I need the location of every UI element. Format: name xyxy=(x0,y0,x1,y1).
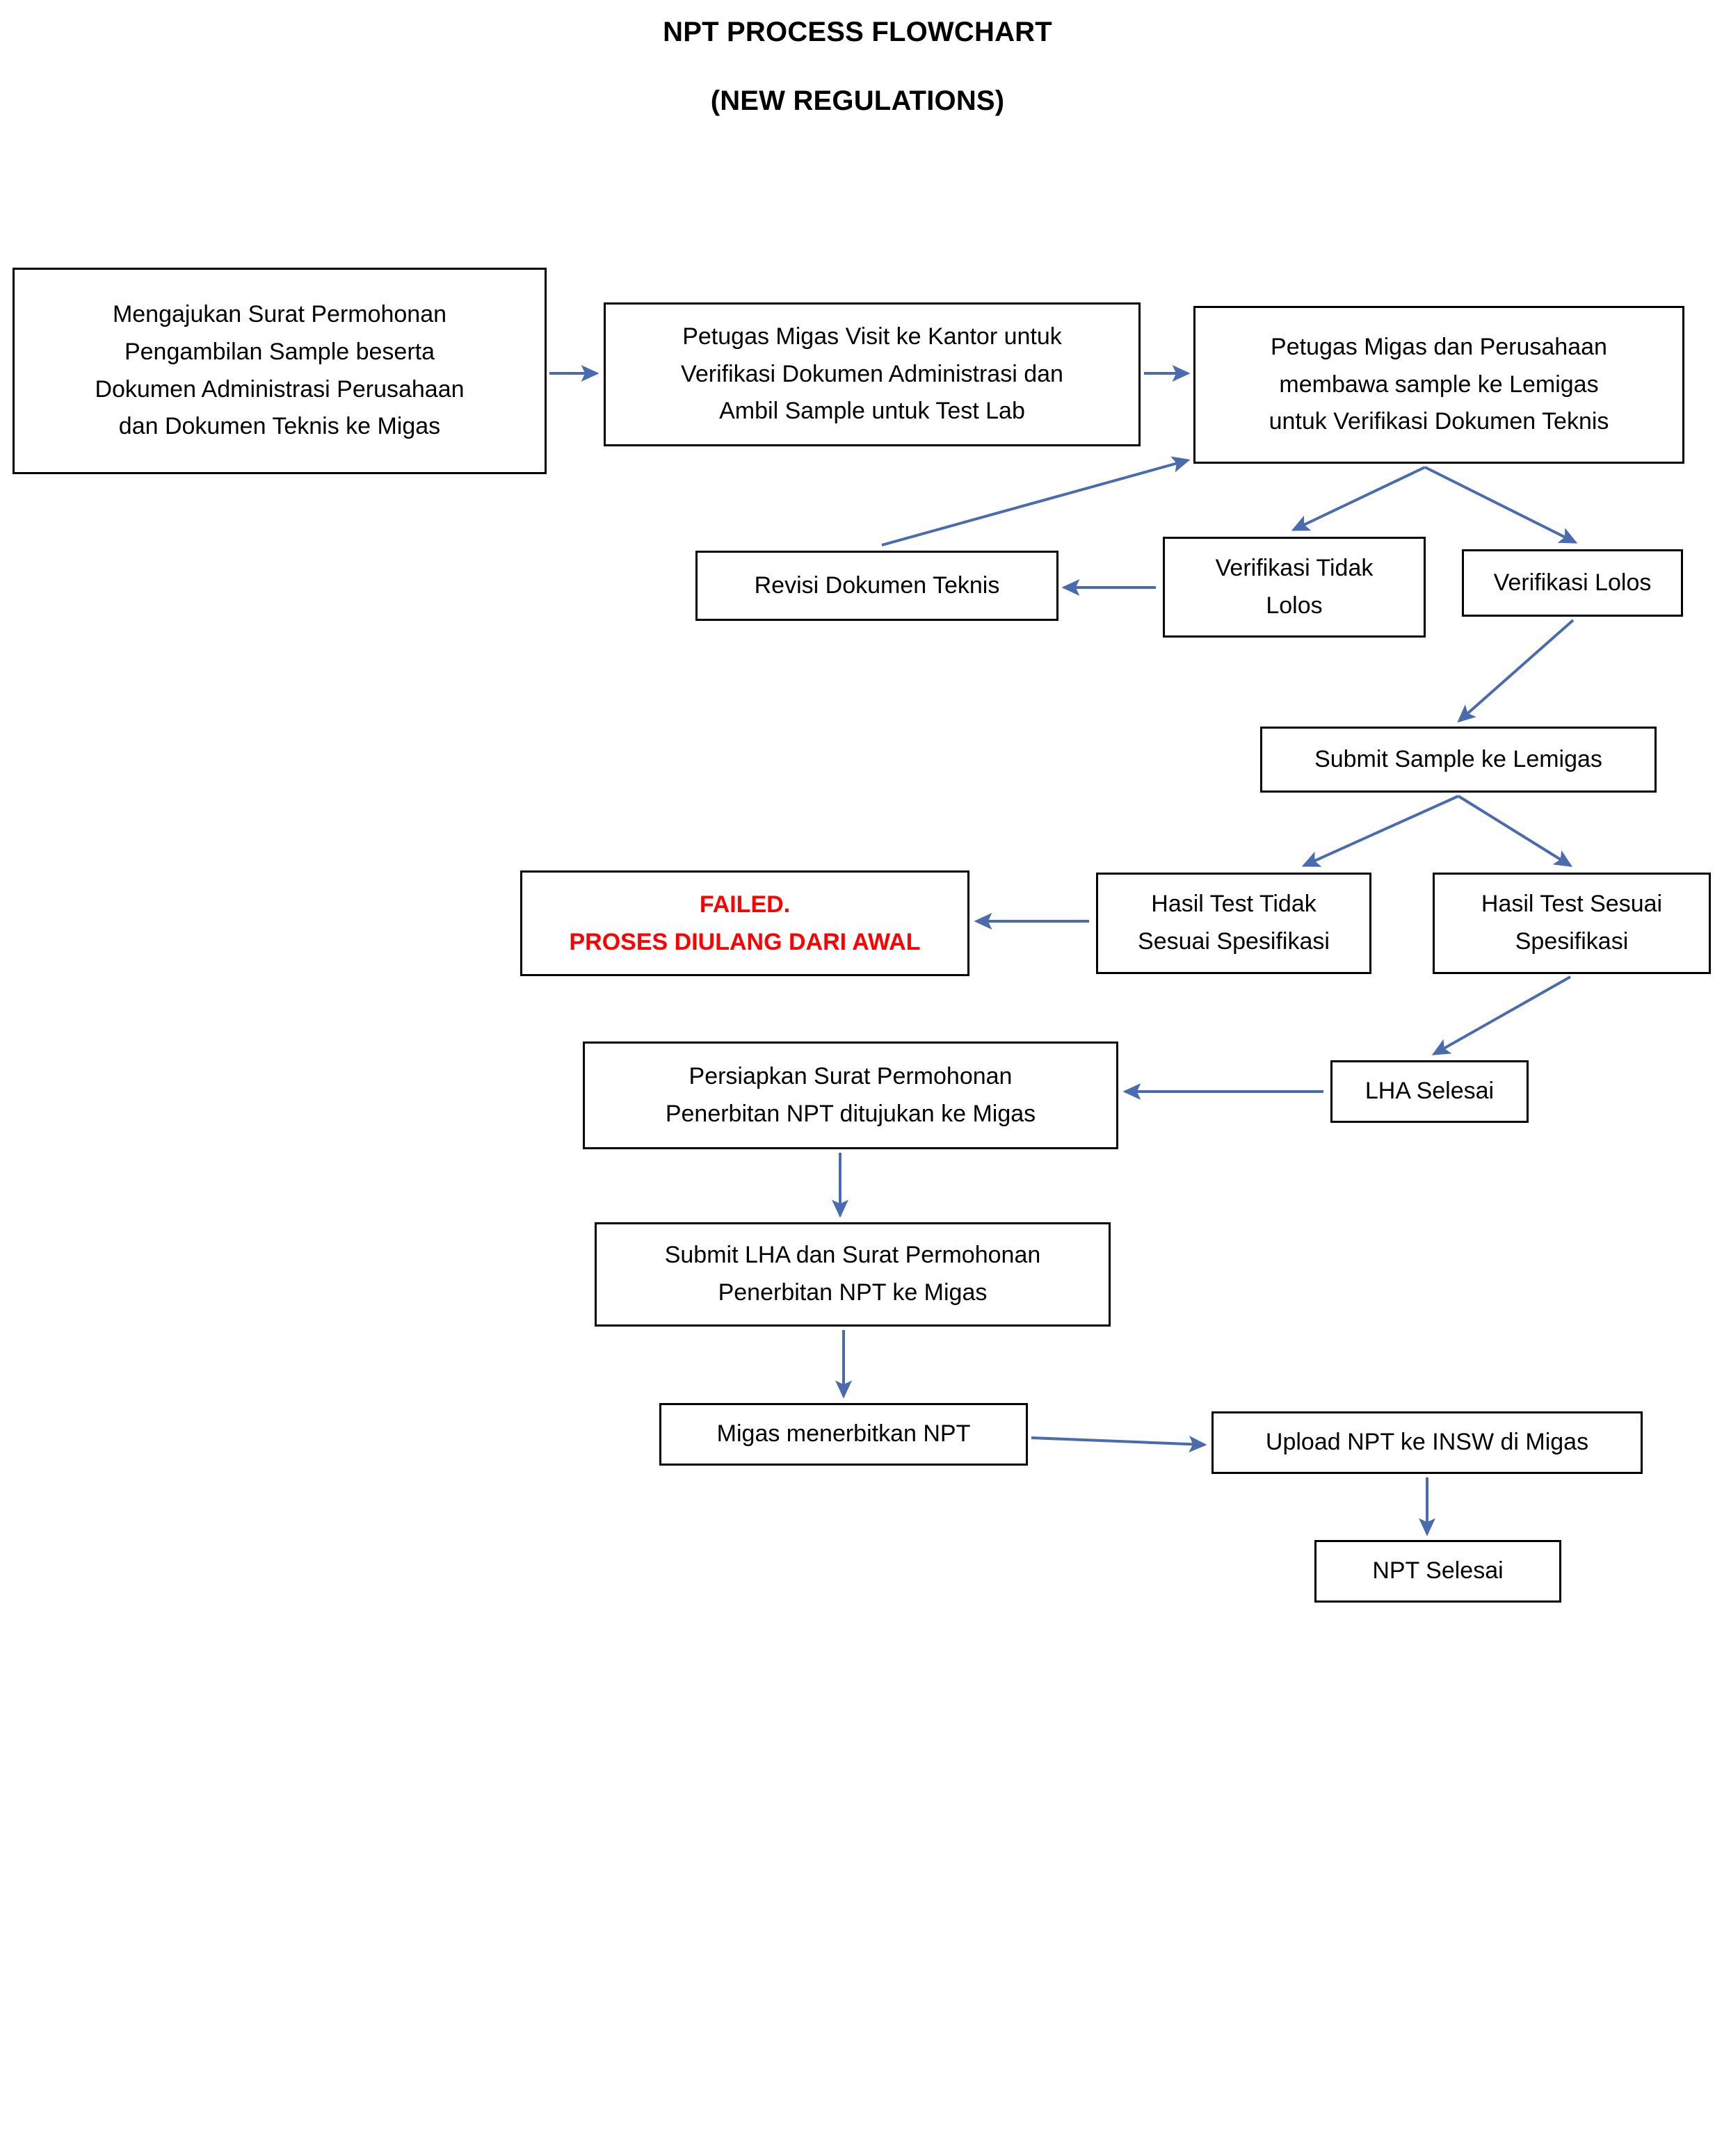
flow-node-n1[interactable]: Mengajukan Surat Permohonan Pengambilan … xyxy=(13,268,547,474)
flow-edge-n10-to-n12 xyxy=(1431,975,1571,1055)
flow-node-n9[interactable]: Hasil Test Tidak Sesuai Spesifikasi xyxy=(1096,873,1371,974)
flow-edge-n3-to-n5 xyxy=(1291,466,1426,531)
flow-node-label: Revisi Dokumen Teknis xyxy=(754,572,1000,599)
flow-node-label: Verifikasi Lolos xyxy=(1493,569,1652,596)
flow-node-label: Submit Sample ke Lemigas xyxy=(1314,745,1602,772)
flow-node-n6[interactable]: Verifikasi Lolos xyxy=(1462,549,1683,617)
flow-node-n3[interactable]: Petugas Migas dan Perusahaan membawa sam… xyxy=(1193,306,1684,464)
title-line-1: NPT PROCESS FLOWCHART xyxy=(663,17,1052,47)
flow-node-label: Migas menerbitkan NPT xyxy=(716,1420,971,1448)
flow-node-label: Persiapkan Surat Permohonan Penerbitan N… xyxy=(665,1062,1036,1127)
flow-edge-n14-to-n15 xyxy=(1031,1436,1207,1453)
flow-node-n5[interactable]: Verifikasi Tidak Lolos xyxy=(1163,537,1426,638)
flow-node-n15[interactable]: Upload NPT ke INSW di Migas xyxy=(1211,1411,1643,1474)
flow-node-n8[interactable]: FAILED. PROSES DIULANG DARI AWAL xyxy=(520,870,969,976)
flow-node-n14[interactable]: Migas menerbitkan NPT xyxy=(659,1403,1028,1466)
flow-node-label: FAILED. PROSES DIULANG DARI AWAL xyxy=(569,891,921,955)
title-line-2: (NEW REGULATIONS) xyxy=(710,86,1005,116)
flow-node-n4[interactable]: Revisi Dokumen Teknis xyxy=(695,551,1058,621)
flow-node-label: Petugas Migas Visit ke Kantor untuk Veri… xyxy=(681,323,1063,425)
flow-edge-n7-to-n9 xyxy=(1301,795,1459,867)
flow-node-n10[interactable]: Hasil Test Sesuai Spesifikasi xyxy=(1433,873,1711,974)
flow-node-label: NPT Selesai xyxy=(1372,1557,1504,1584)
flow-node-label: LHA Selesai xyxy=(1364,1078,1495,1105)
flow-node-n12[interactable]: LHA Selesai xyxy=(1330,1060,1529,1123)
flow-node-label: Petugas Migas dan Perusahaan membawa sam… xyxy=(1269,333,1609,435)
flow-node-n11[interactable]: Persiapkan Surat Permohonan Penerbitan N… xyxy=(583,1041,1118,1149)
flow-edge-n7-to-n10 xyxy=(1457,795,1573,867)
flow-node-label: Upload NPT ke INSW di Migas xyxy=(1265,1429,1589,1456)
flow-node-label: Hasil Test Tidak Sesuai Spesifikasi xyxy=(1138,891,1330,955)
page-title: NPT PROCESS FLOWCHART (NEW REGULATIONS) xyxy=(0,0,1715,117)
flow-edge-n6-to-n7 xyxy=(1457,619,1575,723)
flow-edge-n3-to-n6 xyxy=(1424,466,1578,544)
flow-node-n13[interactable]: Submit LHA dan Surat Permohonan Penerbit… xyxy=(595,1222,1111,1327)
flow-node-label: Mengajukan Surat Permohonan Pengambilan … xyxy=(95,301,465,440)
flow-node-label: Verifikasi Tidak Lolos xyxy=(1215,554,1374,619)
flow-node-n7[interactable]: Submit Sample ke Lemigas xyxy=(1260,727,1657,793)
flow-node-label: Hasil Test Sesuai Spesifikasi xyxy=(1481,891,1663,955)
flow-edge-n4-to-n3 xyxy=(881,456,1191,546)
flow-node-label: Submit LHA dan Surat Permohonan Penerbit… xyxy=(664,1242,1041,1306)
flow-node-n2[interactable]: Petugas Migas Visit ke Kantor untuk Veri… xyxy=(604,302,1141,446)
flow-node-n16[interactable]: NPT Selesai xyxy=(1314,1540,1561,1603)
